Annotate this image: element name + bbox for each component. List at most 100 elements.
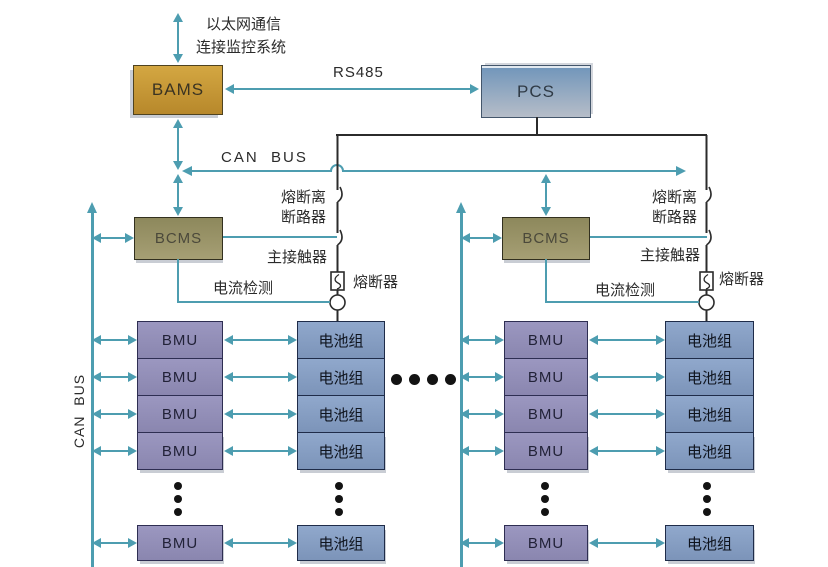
bcms-contactor-line-left [223, 236, 337, 238]
ellipsis-dot [427, 374, 438, 385]
fuse-label-left: 熔断器 [353, 274, 399, 291]
current-sense-line-h-right [545, 301, 699, 303]
battery-pack-label: 电池组 [318, 535, 364, 553]
trunk-bcms-arrow-left [92, 233, 134, 243]
bmu-box: BMU [504, 321, 588, 359]
current-sensor-icon [698, 294, 715, 311]
battery-pack-label: 电池组 [318, 369, 364, 387]
bcms-box-right: BCMS [502, 217, 590, 260]
ethernet-note-line2: 连接监控系统 [196, 39, 287, 56]
bmu-label: BMU [527, 405, 565, 423]
bmu-box: BMU [504, 432, 588, 470]
trunk-bcms-arrow-right [461, 233, 502, 243]
battery-pack-label: 电池组 [686, 369, 732, 387]
trunk-bmu-arrow [92, 409, 137, 419]
ellipsis-dot [335, 482, 343, 490]
ellipsis-dot [174, 495, 182, 503]
bmu-box: BMU [504, 358, 588, 396]
ellipsis-dot [445, 374, 456, 385]
bmu-label: BMU [527, 368, 565, 386]
trunk-bmu-arrow [460, 409, 504, 419]
trunk-bmu-arrow [460, 335, 504, 345]
bmu-label: BMU [161, 405, 199, 423]
fuse-disconnect-label1-left: 熔断离 [281, 189, 327, 206]
battery-pack-label: 电池组 [686, 406, 732, 424]
battery-pack-box: 电池组 [297, 358, 385, 396]
can-trunk-right [456, 202, 466, 567]
bcms-box-left: BCMS [134, 217, 223, 260]
breaker-mark-icon [337, 186, 343, 203]
battery-pack-label: 电池组 [686, 332, 732, 350]
bmu-label: BMU [161, 331, 199, 349]
bmu-label: BMU [527, 442, 565, 460]
bmu-label: BMU [161, 534, 199, 552]
ellipsis-dot [335, 495, 343, 503]
current-detection-label-right: 电流检测 [595, 282, 656, 299]
can-bus-vertical-label: CAN BUS [71, 373, 87, 449]
dc-string-right [698, 135, 715, 323]
bmu-battery-arrow [589, 409, 665, 419]
battery-pack-label: 电池组 [318, 443, 364, 461]
fuse-icon [330, 271, 345, 291]
bmu-battery-arrow [589, 538, 665, 548]
dc-string-left [329, 135, 346, 323]
main-contactor-label-left: 主接触器 [267, 249, 328, 266]
bmu-box: BMU [504, 395, 588, 433]
bmu-box: BMU [137, 321, 223, 359]
bmu-label: BMU [161, 442, 199, 460]
ellipsis-dot [541, 495, 549, 503]
bmu-box: BMU [137, 432, 223, 470]
ellipsis-dot [335, 508, 343, 516]
pcs-box: PCS [481, 65, 591, 118]
fuse-icon [699, 271, 714, 291]
ellipsis-dot [174, 508, 182, 516]
battery-pack-box: 电池组 [665, 432, 754, 470]
bmu-battery-arrow [224, 335, 297, 345]
breaker-mark-icon [706, 229, 712, 246]
bmu-box: BMU [137, 395, 223, 433]
ethernet-note-line1: 以太网通信 [206, 16, 282, 33]
ellipsis-dot [541, 508, 549, 516]
rs485-link-arrow [225, 84, 479, 94]
bmu-battery-arrow [224, 446, 297, 456]
battery-pack-box: 电池组 [665, 358, 754, 396]
current-detection-label-left: 电流检测 [213, 280, 274, 297]
can-trunk-left [87, 202, 97, 567]
current-sensor-icon [329, 294, 346, 311]
battery-pack-box: 电池组 [297, 321, 385, 359]
battery-pack-label: 电池组 [318, 332, 364, 350]
bams-box: BAMS [133, 65, 223, 115]
trunk-bmu-arrow [92, 372, 137, 382]
fuse-label-right: 熔断器 [719, 271, 765, 288]
current-sense-line-h-left [177, 301, 330, 303]
pcs-label: PCS [517, 81, 555, 101]
pcs-dc-stem [536, 117, 538, 135]
bmu-label: BMU [527, 534, 565, 552]
battery-pack-box: 电池组 [665, 395, 754, 433]
fuse-disconnect-label2-left: 断路器 [281, 209, 327, 226]
trunk-bmu-arrow [92, 335, 137, 345]
rs485-label: RS485 [333, 64, 384, 81]
ellipsis-dot [541, 482, 549, 490]
can-bus-label: CAN BUS [221, 149, 308, 166]
ellipsis-dot [703, 495, 711, 503]
bmu-battery-arrow [589, 372, 665, 382]
ellipsis-dot [703, 482, 711, 490]
bmu-box: BMU [504, 525, 588, 561]
bmu-box: BMU [137, 358, 223, 396]
dc-bus-line [336, 134, 707, 136]
battery-pack-box: 电池组 [297, 432, 385, 470]
trunk-bmu-arrow [460, 446, 504, 456]
battery-pack-box: 电池组 [665, 525, 754, 561]
battery-pack-box: 电池组 [665, 321, 754, 359]
battery-pack-label: 电池组 [318, 406, 364, 424]
breaker-mark-icon [706, 186, 712, 203]
canbus-bcms-arrow-left [173, 174, 183, 216]
trunk-bmu-arrow [92, 538, 137, 548]
battery-pack-label: 电池组 [686, 535, 732, 553]
bmu-battery-arrow [589, 446, 665, 456]
trunk-bmu-arrow [460, 538, 504, 548]
battery-pack-label: 电池组 [686, 443, 732, 461]
bcms-contactor-line-right [590, 236, 707, 238]
